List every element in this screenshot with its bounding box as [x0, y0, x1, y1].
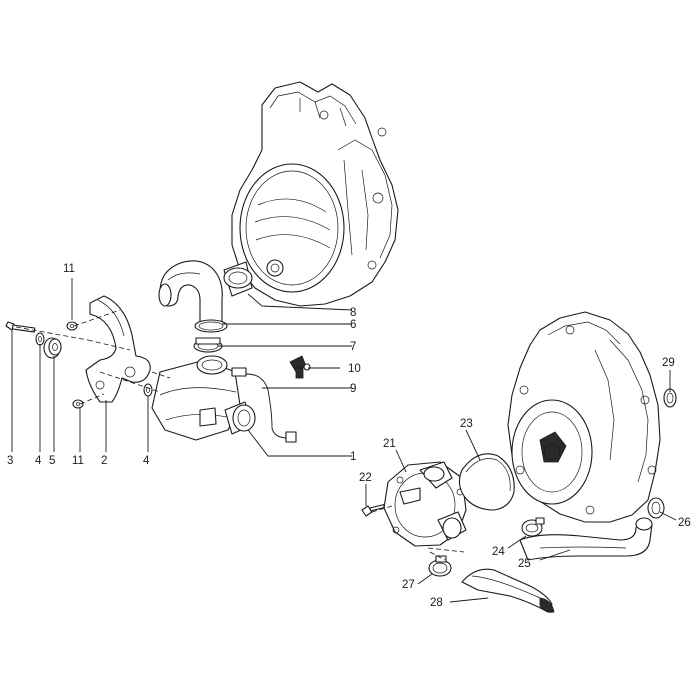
callout-10: 10 — [348, 363, 361, 375]
callout-6: 6 — [350, 319, 356, 331]
washer-4-left — [35, 332, 45, 346]
callout-11-bottom: 11 — [72, 455, 84, 467]
bolt-22 — [361, 504, 385, 517]
upper-hose — [158, 260, 223, 323]
callout-27: 27 — [402, 579, 415, 591]
callout-11-top: 11 — [63, 263, 75, 275]
callout-7: 7 — [350, 341, 356, 353]
hose-clamp-7 — [193, 337, 223, 353]
callout-5: 5 — [49, 455, 55, 467]
electric-water-pump — [151, 355, 297, 443]
callout-4-left: 4 — [35, 455, 42, 467]
callout-26: 26 — [678, 517, 691, 529]
hose-clamp-27 — [428, 555, 452, 577]
callout-8: 8 — [350, 307, 356, 319]
callout-23: 23 — [460, 418, 473, 430]
lower-engine-case — [507, 311, 661, 523]
washer-4-right — [143, 383, 153, 397]
callout-29: 29 — [662, 357, 675, 369]
callout-9: 9 — [350, 383, 356, 395]
callout-28: 28 — [430, 597, 443, 609]
temperature-sensor — [289, 355, 311, 379]
callout-4-right: 4 — [143, 455, 150, 467]
callout-21: 21 — [383, 438, 396, 450]
hose-clamp-26 — [647, 497, 665, 519]
hose-clamp-24 — [521, 517, 545, 537]
callout-3: 3 — [7, 455, 13, 467]
callout-labels: 11 8 6 7 10 9 1 3 4 5 11 2 4 21 22 23 24… — [7, 263, 691, 609]
gasket-29 — [663, 388, 677, 408]
washer-11-top — [66, 321, 78, 331]
leader-lines — [11, 278, 677, 603]
o-ring-23 — [458, 453, 515, 511]
washer-11-bottom — [72, 399, 84, 409]
callout-25: 25 — [518, 558, 531, 570]
rubber-grommet-5 — [43, 337, 62, 359]
mounting-bracket — [85, 295, 151, 403]
water-pump-cover — [383, 461, 467, 547]
callout-2: 2 — [101, 455, 107, 467]
callout-22: 22 — [359, 472, 372, 484]
hose-25 — [519, 517, 653, 561]
callout-1: 1 — [350, 451, 356, 463]
upper-engine-cover — [231, 81, 399, 307]
hose-clamp-6 — [194, 319, 228, 333]
hose-28 — [461, 568, 555, 613]
hose-clamp-upper — [223, 261, 253, 297]
callout-24: 24 — [492, 546, 505, 558]
bolt-3 — [5, 321, 36, 333]
